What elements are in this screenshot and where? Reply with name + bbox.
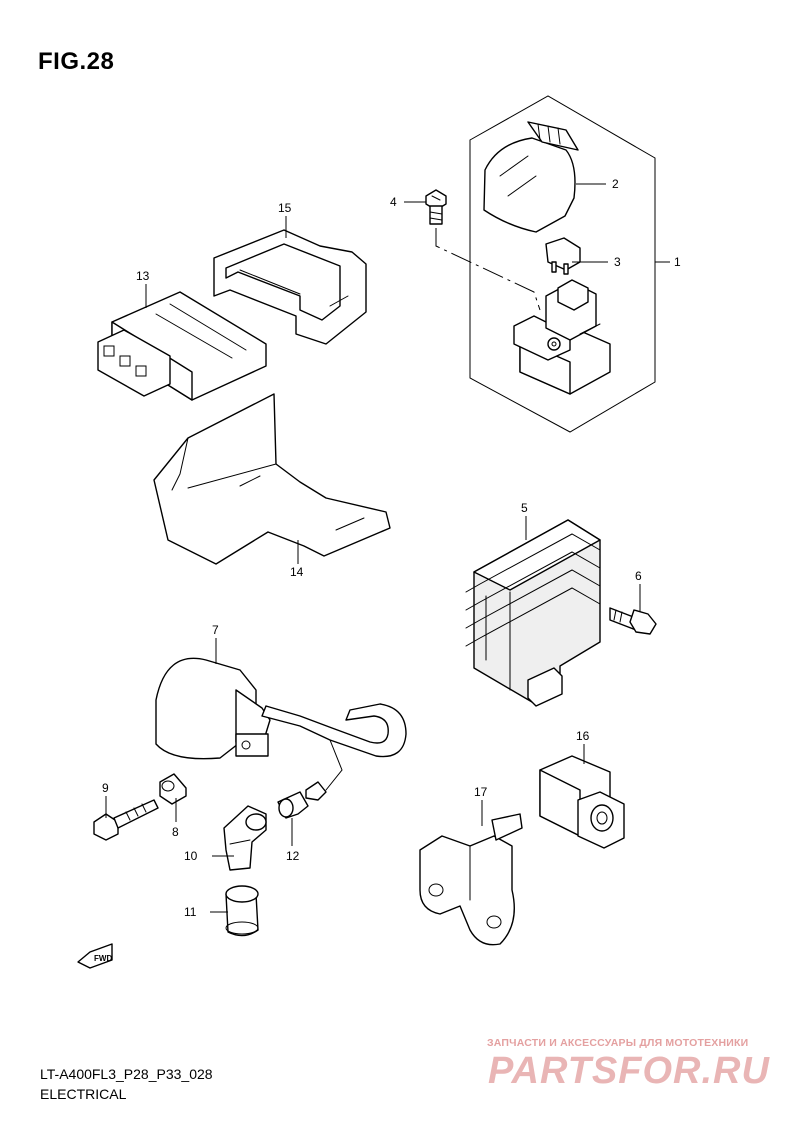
module-cover[interactable] xyxy=(213,229,367,345)
assembly-group-outline xyxy=(469,95,656,433)
assembly-centerline xyxy=(435,228,541,311)
connector-bracket[interactable] xyxy=(419,813,523,946)
watermark-logo: PARTSFOR.RU xyxy=(488,1050,770,1092)
engine-control-module[interactable] xyxy=(97,291,267,401)
plug-cap-seal[interactable] xyxy=(225,885,259,937)
callout-12: 12 xyxy=(286,849,300,863)
watermark-tagline: ЗАПЧАСТИ И АКСЕССУАРЫ ДЛЯ МОТОТЕХНИКИ xyxy=(487,1037,749,1049)
leader-lines xyxy=(105,183,670,913)
electrical-connector[interactable] xyxy=(539,755,625,849)
fwd-label: FWD xyxy=(94,954,112,963)
ignition-coil[interactable] xyxy=(155,657,407,801)
coil-mounting-screw[interactable] xyxy=(93,799,159,841)
relay-cover[interactable] xyxy=(483,121,579,233)
callout-16: 16 xyxy=(576,729,590,743)
module-bracket[interactable] xyxy=(153,393,391,565)
regulator-mounting-bolt[interactable] xyxy=(609,607,657,635)
coil-spacer[interactable] xyxy=(159,773,187,805)
callout-2: 2 xyxy=(612,177,619,191)
callout-3: 3 xyxy=(614,255,621,269)
plug-cap-terminal[interactable] xyxy=(277,791,309,819)
callout-15: 15 xyxy=(278,201,292,215)
callout-9: 9 xyxy=(102,781,109,795)
callout-5: 5 xyxy=(521,501,528,515)
callout-8: 8 xyxy=(172,825,179,839)
callout-14: 14 xyxy=(290,565,304,579)
callout-11: 11 xyxy=(184,905,197,919)
callout-labels: 1 2 3 4 5 6 7 8 9 10 11 12 13 14 15 16 1… xyxy=(102,177,681,919)
main-fuse[interactable] xyxy=(545,237,581,275)
figure-title: FIG.28 xyxy=(38,48,115,75)
regulator-rectifier[interactable] xyxy=(465,519,601,707)
callout-1: 1 xyxy=(674,255,681,269)
callout-13: 13 xyxy=(136,269,150,283)
starter-relay[interactable] xyxy=(513,279,611,395)
callout-6: 6 xyxy=(635,569,642,583)
section-name: ELECTRICAL xyxy=(40,1086,127,1102)
fuse-box-screw[interactable] xyxy=(425,189,447,225)
spark-plug-cap[interactable] xyxy=(223,805,267,871)
callout-10: 10 xyxy=(184,849,198,863)
figure-code: LT-A400FL3_P28_P33_028 xyxy=(40,1066,213,1082)
callout-4: 4 xyxy=(390,195,397,209)
callout-7: 7 xyxy=(212,623,219,637)
forward-direction-arrow: FWD xyxy=(77,943,113,969)
starter-relay-assembly[interactable] xyxy=(469,95,656,433)
callout-17: 17 xyxy=(474,785,488,799)
